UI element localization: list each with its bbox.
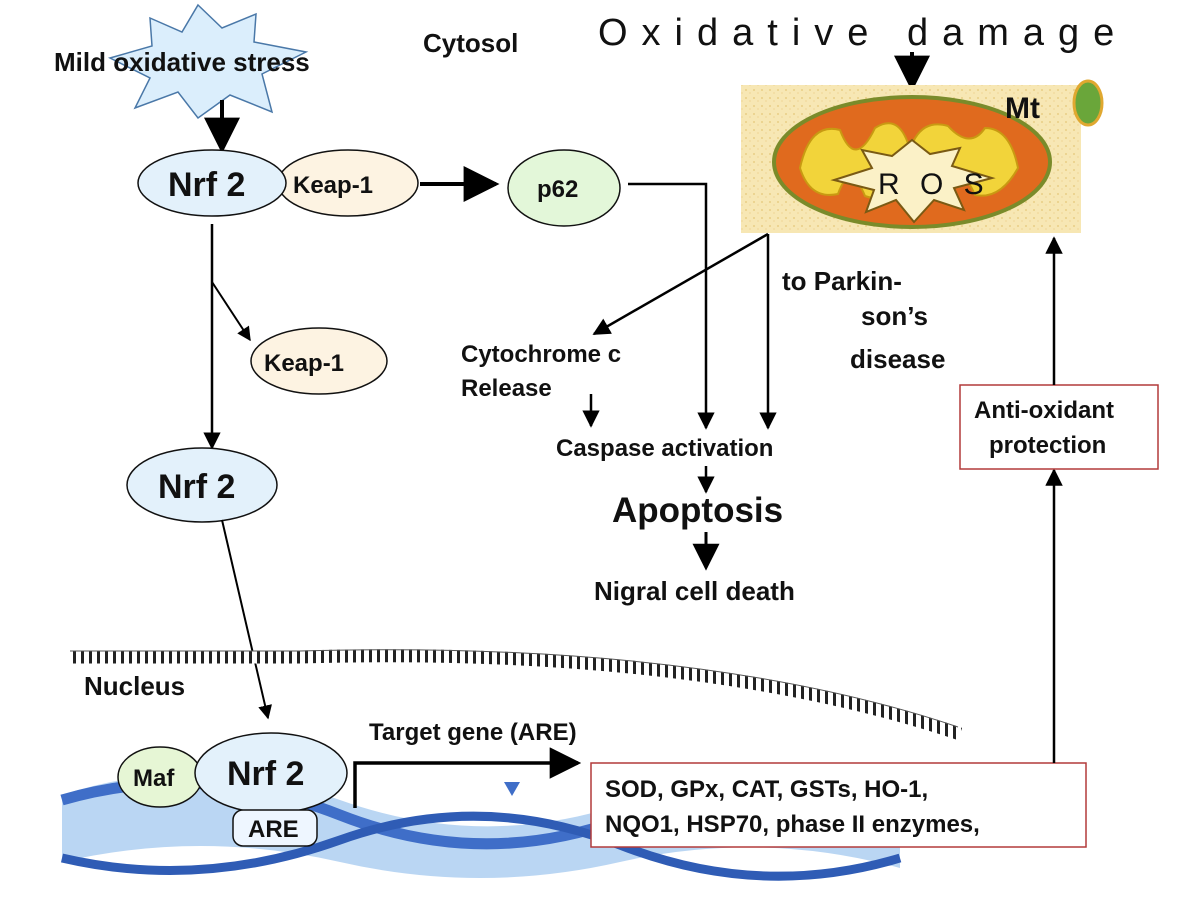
- label-ros: R O S: [878, 168, 990, 201]
- arrow-nrf2-to-nucleus: [221, 519, 272, 720]
- label-parkinson-1: to Parkin-: [782, 266, 902, 296]
- label-keap1-mid: Keap-1: [264, 350, 344, 377]
- label-caspase-activation: Caspase activation: [556, 435, 773, 462]
- node-p62: [507, 149, 621, 227]
- title-oxidative-damage: Oxidative damage: [598, 12, 1128, 54]
- label-parkinson-2: son’s: [861, 301, 928, 331]
- label-are: ARE: [248, 816, 299, 843]
- label-p62: p62: [537, 176, 578, 203]
- arrow-mt-to-cytochrome: [592, 232, 769, 336]
- label-release: Release: [461, 375, 552, 402]
- label-nrf2-nucleus: Nrf 2: [227, 755, 304, 793]
- label-keap1-top: Keap-1: [293, 172, 373, 199]
- mild-stress-starburst: [107, 3, 309, 120]
- mitochondrion-adjacent-edge: [1072, 79, 1104, 127]
- arrow-to-keap1-mid: [211, 281, 251, 342]
- box-antioxidant-protection: [959, 384, 1159, 470]
- arrow-p62-to-caspase: [628, 182, 715, 430]
- node-keap1-mid: [250, 327, 388, 395]
- box-target-genes: [590, 762, 1087, 848]
- dna-strand-2: [60, 811, 902, 881]
- label-nrf2-mid: Nrf 2: [158, 468, 235, 506]
- label-nigral-cell-death: Nigral cell death: [594, 576, 795, 606]
- node-nrf2-top: [137, 149, 287, 217]
- label-nrf2-top: Nrf 2: [168, 166, 245, 204]
- label-cytosol: Cytosol: [423, 28, 518, 58]
- arrow-target-gene: [353, 747, 582, 808]
- label-mt: Mt: [1005, 92, 1040, 125]
- nuclear-membrane: [70, 649, 963, 741]
- node-are: [232, 809, 318, 847]
- label-maf: Maf: [133, 765, 175, 792]
- label-nucleus: Nucleus: [84, 671, 185, 701]
- nuclear-membrane-edge: [70, 649, 959, 728]
- label-antioxidant-1: Anti-oxidant: [974, 397, 1114, 424]
- ros-starburst: [830, 138, 996, 224]
- dna-marker: [504, 782, 520, 796]
- label-apoptosis: Apoptosis: [612, 491, 783, 530]
- label-antioxidant-2: protection: [989, 432, 1106, 459]
- label-target-gene: Target gene (ARE): [369, 719, 577, 746]
- label-parkinson-3: disease: [850, 344, 945, 374]
- label-genes-line-2: NQO1, HSP70, phase II enzymes,: [605, 811, 980, 838]
- label-mild-oxidative-stress: Mild oxidative stress: [54, 47, 310, 77]
- label-genes-line-1: SOD, GPx, CAT, GSTs, HO-1,: [605, 776, 928, 803]
- node-nrf2-mid: [126, 447, 278, 523]
- label-cytochrome-c: Cytochrome c: [461, 341, 621, 368]
